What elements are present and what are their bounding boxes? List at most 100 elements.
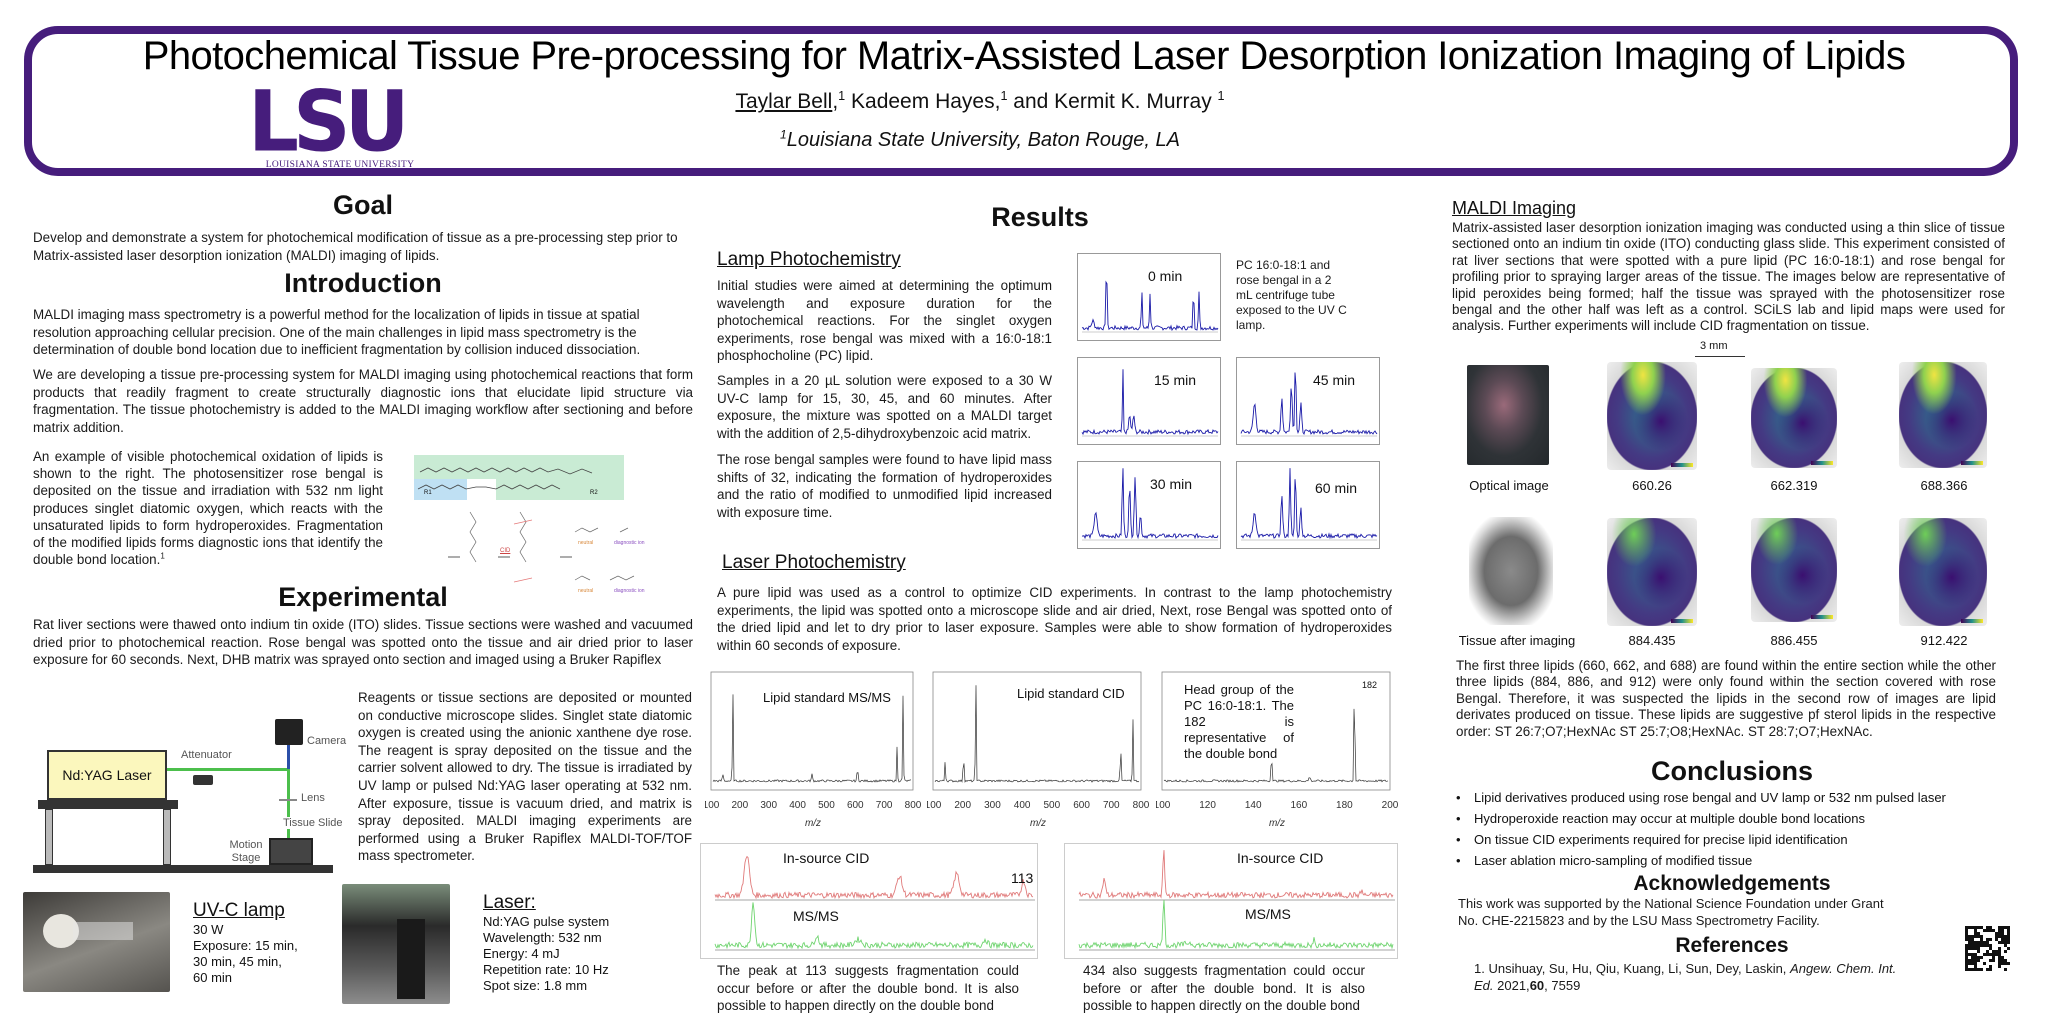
experimental-para-2: Reagents or tissue sections are deposite… <box>358 690 692 864</box>
qr-module <box>1998 965 2001 968</box>
qr-module <box>2007 935 2010 938</box>
qr-module <box>1965 929 1968 932</box>
x-tick-label: 700 <box>876 800 893 811</box>
qr-module <box>1989 938 1992 941</box>
qr-module <box>1980 938 1983 941</box>
qr-module <box>2004 968 2007 971</box>
spectrum-label: Lipid standard MS/MS <box>763 690 891 705</box>
qr-module <box>2004 938 2007 941</box>
laser-photochemistry-heading: Laser Photochemistry <box>722 552 906 573</box>
qr-module <box>1974 935 1977 938</box>
spectrum-trace <box>714 902 1034 950</box>
lamp-para-1: Initial studies were aimed at determinin… <box>717 278 1052 364</box>
x-tick-label: 140 <box>1245 800 1262 811</box>
maldi-para-1: Matrix-assisted laser desorption ionizat… <box>1452 220 2005 334</box>
x-tick-label: 100 <box>1156 800 1171 811</box>
affil-text: Louisiana State University, Baton Rouge,… <box>786 129 1180 151</box>
ion-image-688 <box>1899 362 1987 468</box>
qr-module <box>1986 968 1989 971</box>
x-tick-label: 100 <box>705 800 720 811</box>
x-tick-label: 400 <box>1014 800 1031 811</box>
qr-module <box>2007 947 2010 950</box>
table-leg <box>45 809 53 865</box>
spec-line: Spot size: 1.8 mm <box>483 978 588 993</box>
qr-module <box>2001 932 2004 935</box>
image-label: Optical image <box>1469 478 1549 493</box>
qr-module <box>2004 935 2007 938</box>
qr-module <box>1983 953 1986 956</box>
qr-module <box>1977 935 1980 938</box>
lsu-logo: LSU <box>248 72 410 171</box>
qr-module <box>1989 968 1992 971</box>
spectrum-label: 15 min <box>1154 372 1197 388</box>
references-heading: References <box>1675 934 1789 957</box>
qr-module <box>1992 959 1995 962</box>
qr-module <box>1974 926 1977 929</box>
qr-module <box>1998 947 2001 950</box>
spec-line: Repetition rate: 10 Hz <box>483 962 609 977</box>
qr-module <box>1968 935 1971 938</box>
qr-code-icon[interactable] <box>1965 926 2011 972</box>
qr-module <box>1983 929 1986 932</box>
qr-module <box>1989 929 1992 932</box>
ref-volume: 60 <box>1529 978 1545 993</box>
scale-bar-label: 3 mm <box>1700 340 1728 352</box>
lens-label: Lens <box>301 792 325 804</box>
qr-module <box>2007 929 2010 932</box>
x-tick-label: 700 <box>1103 800 1120 811</box>
qr-module <box>1968 941 1971 944</box>
qr-module <box>1989 947 1992 950</box>
x-tick-label: 160 <box>1290 800 1307 811</box>
x-tick-label: 500 <box>818 800 835 811</box>
ion-image-912 <box>1899 518 1987 626</box>
attenuator-label: Attenuator <box>181 749 232 761</box>
uv-lamp-spec: UV-C lamp 30 W Exposure: 15 min, 30 min,… <box>193 900 298 986</box>
qr-module <box>1995 935 1998 938</box>
neutral-label: neutral <box>578 588 594 594</box>
colorbar <box>1961 619 1983 623</box>
x-tick-label: 300 <box>984 800 1001 811</box>
x-axis-label: m/z <box>805 818 821 829</box>
author-affil: 1 <box>838 89 846 103</box>
x-tick-label: 500 <box>1044 800 1061 811</box>
qr-module <box>1998 935 2001 938</box>
experimental-para-1: Rat liver sections were thawed onto indi… <box>33 617 693 668</box>
spectrum-trace <box>712 694 912 783</box>
spectrum-45-min: 45 min <box>1236 357 1380 445</box>
introduction-heading: Introduction <box>284 268 442 298</box>
qr-module <box>1971 962 1974 965</box>
author-name: Taylar Bell <box>735 90 833 113</box>
qr-module <box>2004 959 2007 962</box>
affiliation: 1Louisiana State University, Baton Rouge… <box>600 128 1360 152</box>
qr-module <box>1986 953 1989 956</box>
qr-module <box>1989 953 1992 956</box>
spectrum-plot <box>1078 850 1395 951</box>
r2-label: R2 <box>590 490 598 496</box>
spec-line: Nd:YAG pulse system <box>483 914 610 929</box>
lamp-photochemistry-heading: Lamp Photochemistry <box>717 249 901 270</box>
experimental-heading: Experimental <box>278 582 448 612</box>
image-label: Tissue after imaging <box>1458 633 1576 648</box>
x-tick-label: 400 <box>789 800 806 811</box>
lens-icon <box>279 799 297 801</box>
qr-module <box>1986 926 1989 929</box>
colorbar <box>1961 461 1983 465</box>
laser-para-1: A pure lipid was used as a control to op… <box>717 585 1392 653</box>
qr-module <box>1998 926 2001 929</box>
author-affil: 1 <box>1217 89 1225 103</box>
qr-module <box>2001 941 2004 944</box>
qr-module <box>1974 953 1977 956</box>
laser-lines: Nd:YAG pulse system Wavelength: 532 nm E… <box>483 914 609 994</box>
qr-module <box>1965 959 1968 962</box>
qr-module <box>1965 938 1968 941</box>
intro-para-2: We are developing a tissue pre-processin… <box>33 367 693 435</box>
goal-text: Develop and demonstrate a system for pho… <box>33 230 678 263</box>
spectrum-60-min: 60 min <box>1236 461 1380 549</box>
nd-yag-laser-box <box>47 750 167 800</box>
colorbar <box>1811 615 1833 619</box>
qr-module <box>1989 965 1992 968</box>
qr-module <box>1968 968 1971 971</box>
table-leg <box>163 809 171 865</box>
